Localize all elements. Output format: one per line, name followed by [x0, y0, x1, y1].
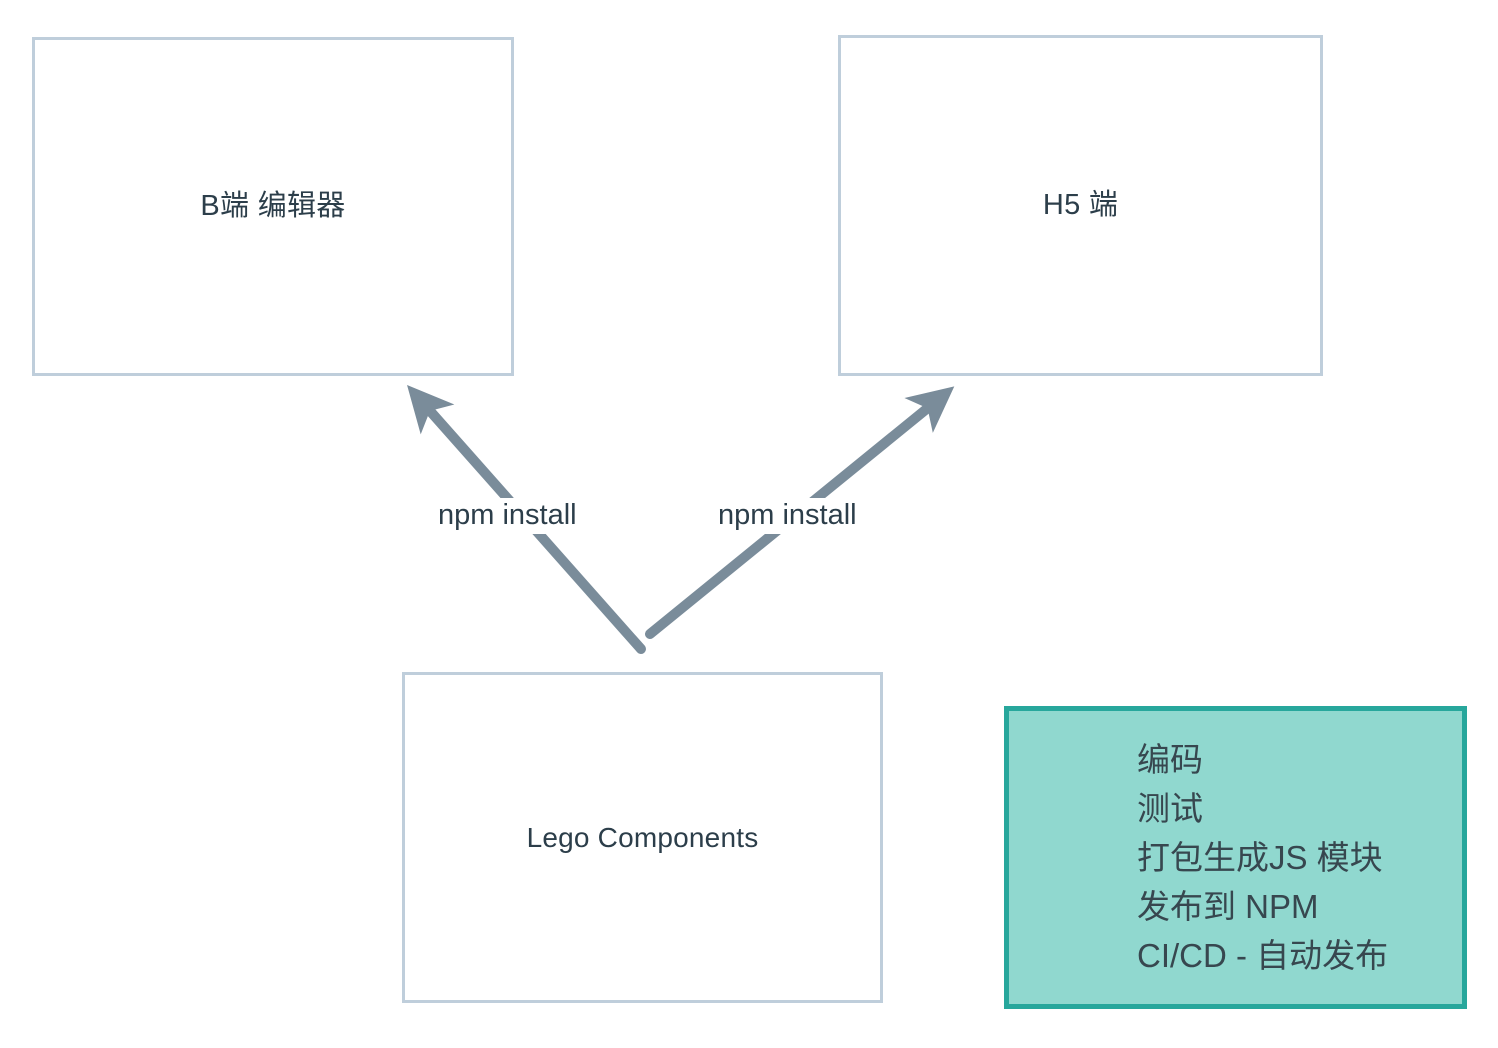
- callout-item: 发布到 NPM: [1137, 888, 1319, 925]
- node-h5-label: H5 端: [1042, 189, 1119, 222]
- callout-item: CI/CD - 自动发布: [1137, 937, 1389, 974]
- callout-item: 打包生成JS 模块: [1137, 839, 1383, 876]
- callout-pipeline-list: 编码 测试 打包生成JS 模块 发布到 NPM CI/CD - 自动发布: [1009, 735, 1462, 980]
- node-editor-b-label: B端 编辑器: [200, 190, 346, 223]
- callout-item: 编码: [1137, 741, 1203, 778]
- node-lego-label: Lego Components: [526, 821, 759, 853]
- node-editor-b[interactable]: B端 编辑器: [32, 37, 514, 376]
- callout-pipeline[interactable]: 编码 测试 打包生成JS 模块 发布到 NPM CI/CD - 自动发布: [1004, 706, 1467, 1009]
- node-lego[interactable]: Lego Components: [402, 672, 883, 1003]
- node-h5[interactable]: H5 端: [838, 35, 1323, 376]
- callout-item: 测试: [1137, 790, 1203, 827]
- edge-label-lego-to-h5: npm install: [712, 498, 863, 534]
- edge-label-lego-to-editor-b: npm install: [432, 498, 583, 534]
